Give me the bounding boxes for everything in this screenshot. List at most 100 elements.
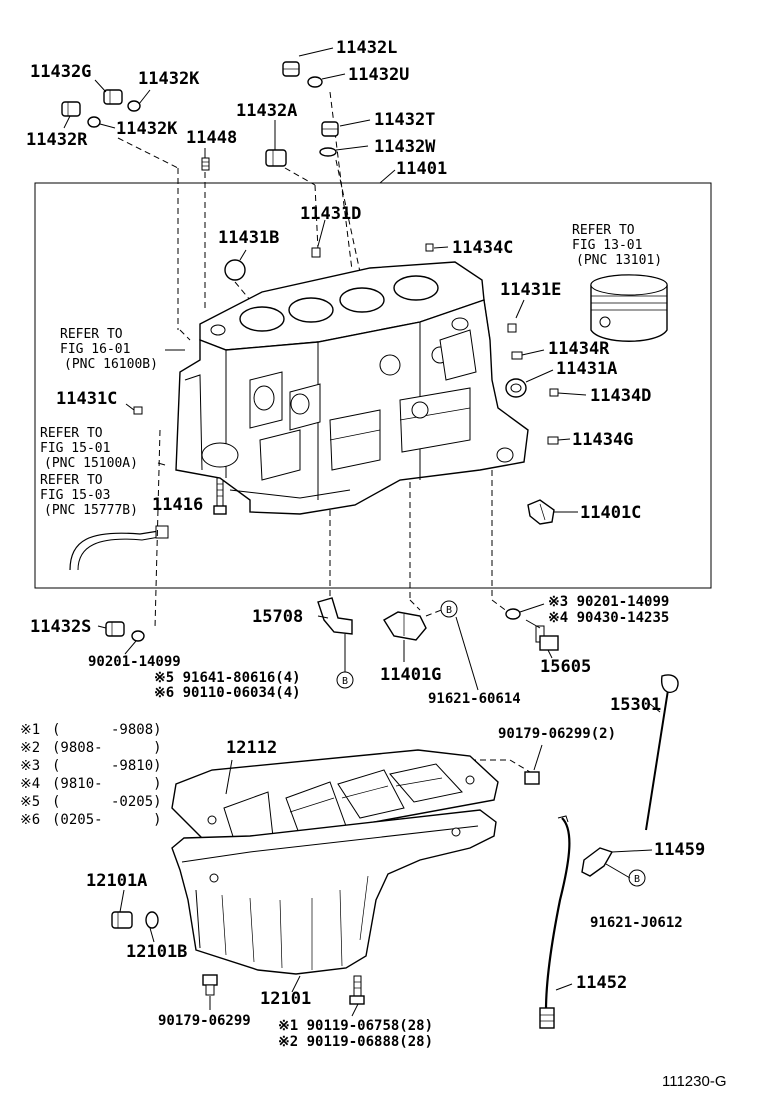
label-90179-06299-2: 90179-06299(2) — [498, 726, 616, 742]
bracket-11459[interactable] — [581, 847, 614, 877]
label-11452: 11452 — [576, 973, 627, 993]
refer-fig-15-01: REFER TO FIG 15-01 (PNC 15100A) — [40, 426, 138, 471]
plug-11432S[interactable] — [105, 621, 125, 637]
svg-text:(PNC 15777B): (PNC 15777B) — [44, 503, 138, 518]
oil-pipe — [69, 529, 166, 571]
note-range-1: ( -9808) — [52, 722, 162, 738]
label-11432R: 11432R — [26, 130, 88, 150]
label-11434C: 11434C — [452, 238, 513, 258]
svg-text:REFER TO: REFER TO — [572, 223, 635, 238]
plug-11401C[interactable] — [527, 499, 555, 525]
svg-text:FIG 13-01: FIG 13-01 — [572, 238, 642, 253]
svg-text:B: B — [446, 605, 452, 616]
svg-text:FIG 15-01: FIG 15-01 — [40, 441, 110, 456]
pin-11431D[interactable] — [311, 247, 321, 258]
pin-11431E[interactable] — [507, 323, 517, 333]
label-11459: 11459 — [654, 840, 705, 860]
note-mark-2: ※2 — [20, 740, 40, 756]
note-mark-4: ※4 — [20, 776, 40, 792]
note-mark-1: ※1 — [20, 722, 40, 738]
plug-11432G[interactable] — [103, 89, 123, 105]
svg-text:REFER TO: REFER TO — [60, 327, 123, 342]
gasket-90201-14099-left[interactable] — [131, 630, 145, 642]
pin-11434R[interactable] — [511, 351, 523, 360]
svg-text:FIG 16-01: FIG 16-01 — [60, 342, 130, 357]
refer-fig-15-03: REFER TO FIG 15-03 (PNC 15777B) — [40, 473, 138, 518]
cylinder-block-11401[interactable] — [175, 261, 529, 515]
label-15301: 15301 — [610, 695, 661, 715]
label-11432K-bottom: 11432K — [116, 119, 178, 139]
gasket-11432K-top[interactable] — [127, 100, 141, 112]
stud-11448[interactable] — [201, 157, 210, 171]
plug-12101A[interactable] — [111, 911, 133, 929]
label-12112: 12112 — [226, 738, 277, 758]
label-12101B: 12101B — [126, 942, 187, 962]
note-range-3: ( -9810) — [52, 758, 162, 774]
svg-text:B: B — [342, 676, 348, 687]
gasket-11432U[interactable] — [307, 76, 323, 88]
nut-90179-06299[interactable] — [202, 974, 218, 996]
label-11434R: 11434R — [548, 339, 610, 359]
guide-11452[interactable] — [539, 815, 571, 1029]
label-12101A: 12101A — [86, 871, 147, 891]
label-15708: 15708 — [252, 607, 303, 627]
plug-11432R[interactable] — [61, 101, 81, 117]
block-group-frame — [34, 182, 712, 589]
label-90179-06299: 90179-06299 — [158, 1013, 251, 1029]
label-91621-J0612: 91621-J0612 — [590, 915, 683, 931]
svg-text:B: B — [634, 874, 640, 885]
gasket-11432K-bottom[interactable] — [87, 116, 101, 128]
gasket-90201-14099-right[interactable] — [505, 608, 521, 620]
callout-b-1: B — [336, 671, 354, 689]
date-notes: ※1 ( -9808) ※2 (9808- ) ※3 ( -9810) ※4 (… — [20, 722, 162, 828]
svg-text:REFER TO: REFER TO — [40, 426, 103, 441]
label-11432T: 11432T — [374, 110, 435, 130]
note-mark-3: ※3 — [20, 758, 40, 774]
label-11432K-top: 11432K — [138, 69, 200, 89]
label-12101: 12101 — [260, 989, 311, 1009]
label-90201-14099-left: 90201-14099 — [88, 654, 181, 670]
pin-11434G[interactable] — [547, 436, 559, 445]
pin-11434C[interactable] — [425, 243, 434, 252]
note-range-2: (9808- ) — [52, 740, 162, 756]
oil-pan-12101[interactable] — [171, 809, 497, 975]
note-mark-6: ※6 — [20, 812, 40, 828]
plug-11431B[interactable] — [224, 259, 246, 281]
svg-text:FIG 15-03: FIG 15-03 — [40, 488, 110, 503]
dipstick-15301[interactable] — [645, 674, 679, 831]
bolt-90119[interactable] — [349, 975, 365, 1005]
refer-fig-13-01: REFER TO FIG 13-01 (PNC 13101) — [572, 223, 662, 268]
note-range-6: (0205- ) — [52, 812, 162, 828]
note-mark-5: ※5 — [20, 794, 40, 810]
label-91621-60614: 91621-60614 — [428, 691, 521, 707]
note-range-5: ( -0205) — [52, 794, 162, 810]
svg-text:REFER TO: REFER TO — [40, 473, 103, 488]
plug-11432L[interactable] — [282, 61, 300, 77]
label-11434D: 11434D — [590, 386, 651, 406]
plug-11432T[interactable] — [321, 121, 339, 137]
pin-11434D[interactable] — [549, 388, 559, 397]
label-91641: ※5 91641-80616(4) — [154, 670, 301, 686]
label-11434G: 11434G — [572, 430, 633, 450]
label-11432G: 11432G — [30, 62, 91, 82]
sensor-11401G[interactable] — [383, 611, 427, 641]
label-90110: ※6 90110-06034(4) — [154, 685, 301, 701]
bolt-11416[interactable] — [213, 477, 227, 515]
gasket-11432W[interactable] — [319, 147, 337, 157]
label-11431B: 11431B — [218, 228, 279, 248]
label-11401C: 11401C — [580, 503, 641, 523]
label-11431A: 11431A — [556, 359, 617, 379]
label-11432L: 11432L — [336, 38, 397, 58]
bracket-15708[interactable] — [317, 597, 353, 635]
figure-id: 111230-G — [662, 1073, 727, 1090]
nut-90179-06299-2[interactable] — [524, 771, 540, 785]
svg-text:(PNC 15100A): (PNC 15100A) — [44, 456, 138, 471]
plug-11432A[interactable] — [265, 149, 287, 167]
plug-15605[interactable] — [535, 625, 559, 651]
label-11432S: 11432S — [30, 617, 91, 637]
pin-11431C[interactable] — [133, 406, 143, 415]
callout-b-3: B — [628, 869, 646, 887]
gasket-12101B[interactable] — [145, 911, 159, 929]
label-11431C: 11431C — [56, 389, 117, 409]
